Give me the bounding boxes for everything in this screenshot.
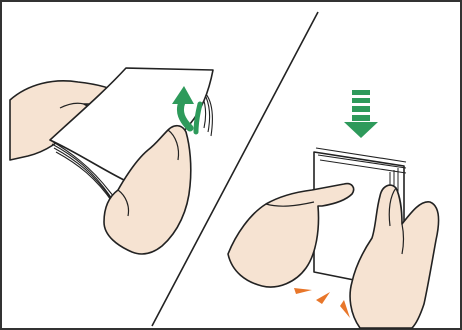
- paper-handling-illustration: [0, 0, 462, 330]
- illustration-frame: [0, 0, 462, 330]
